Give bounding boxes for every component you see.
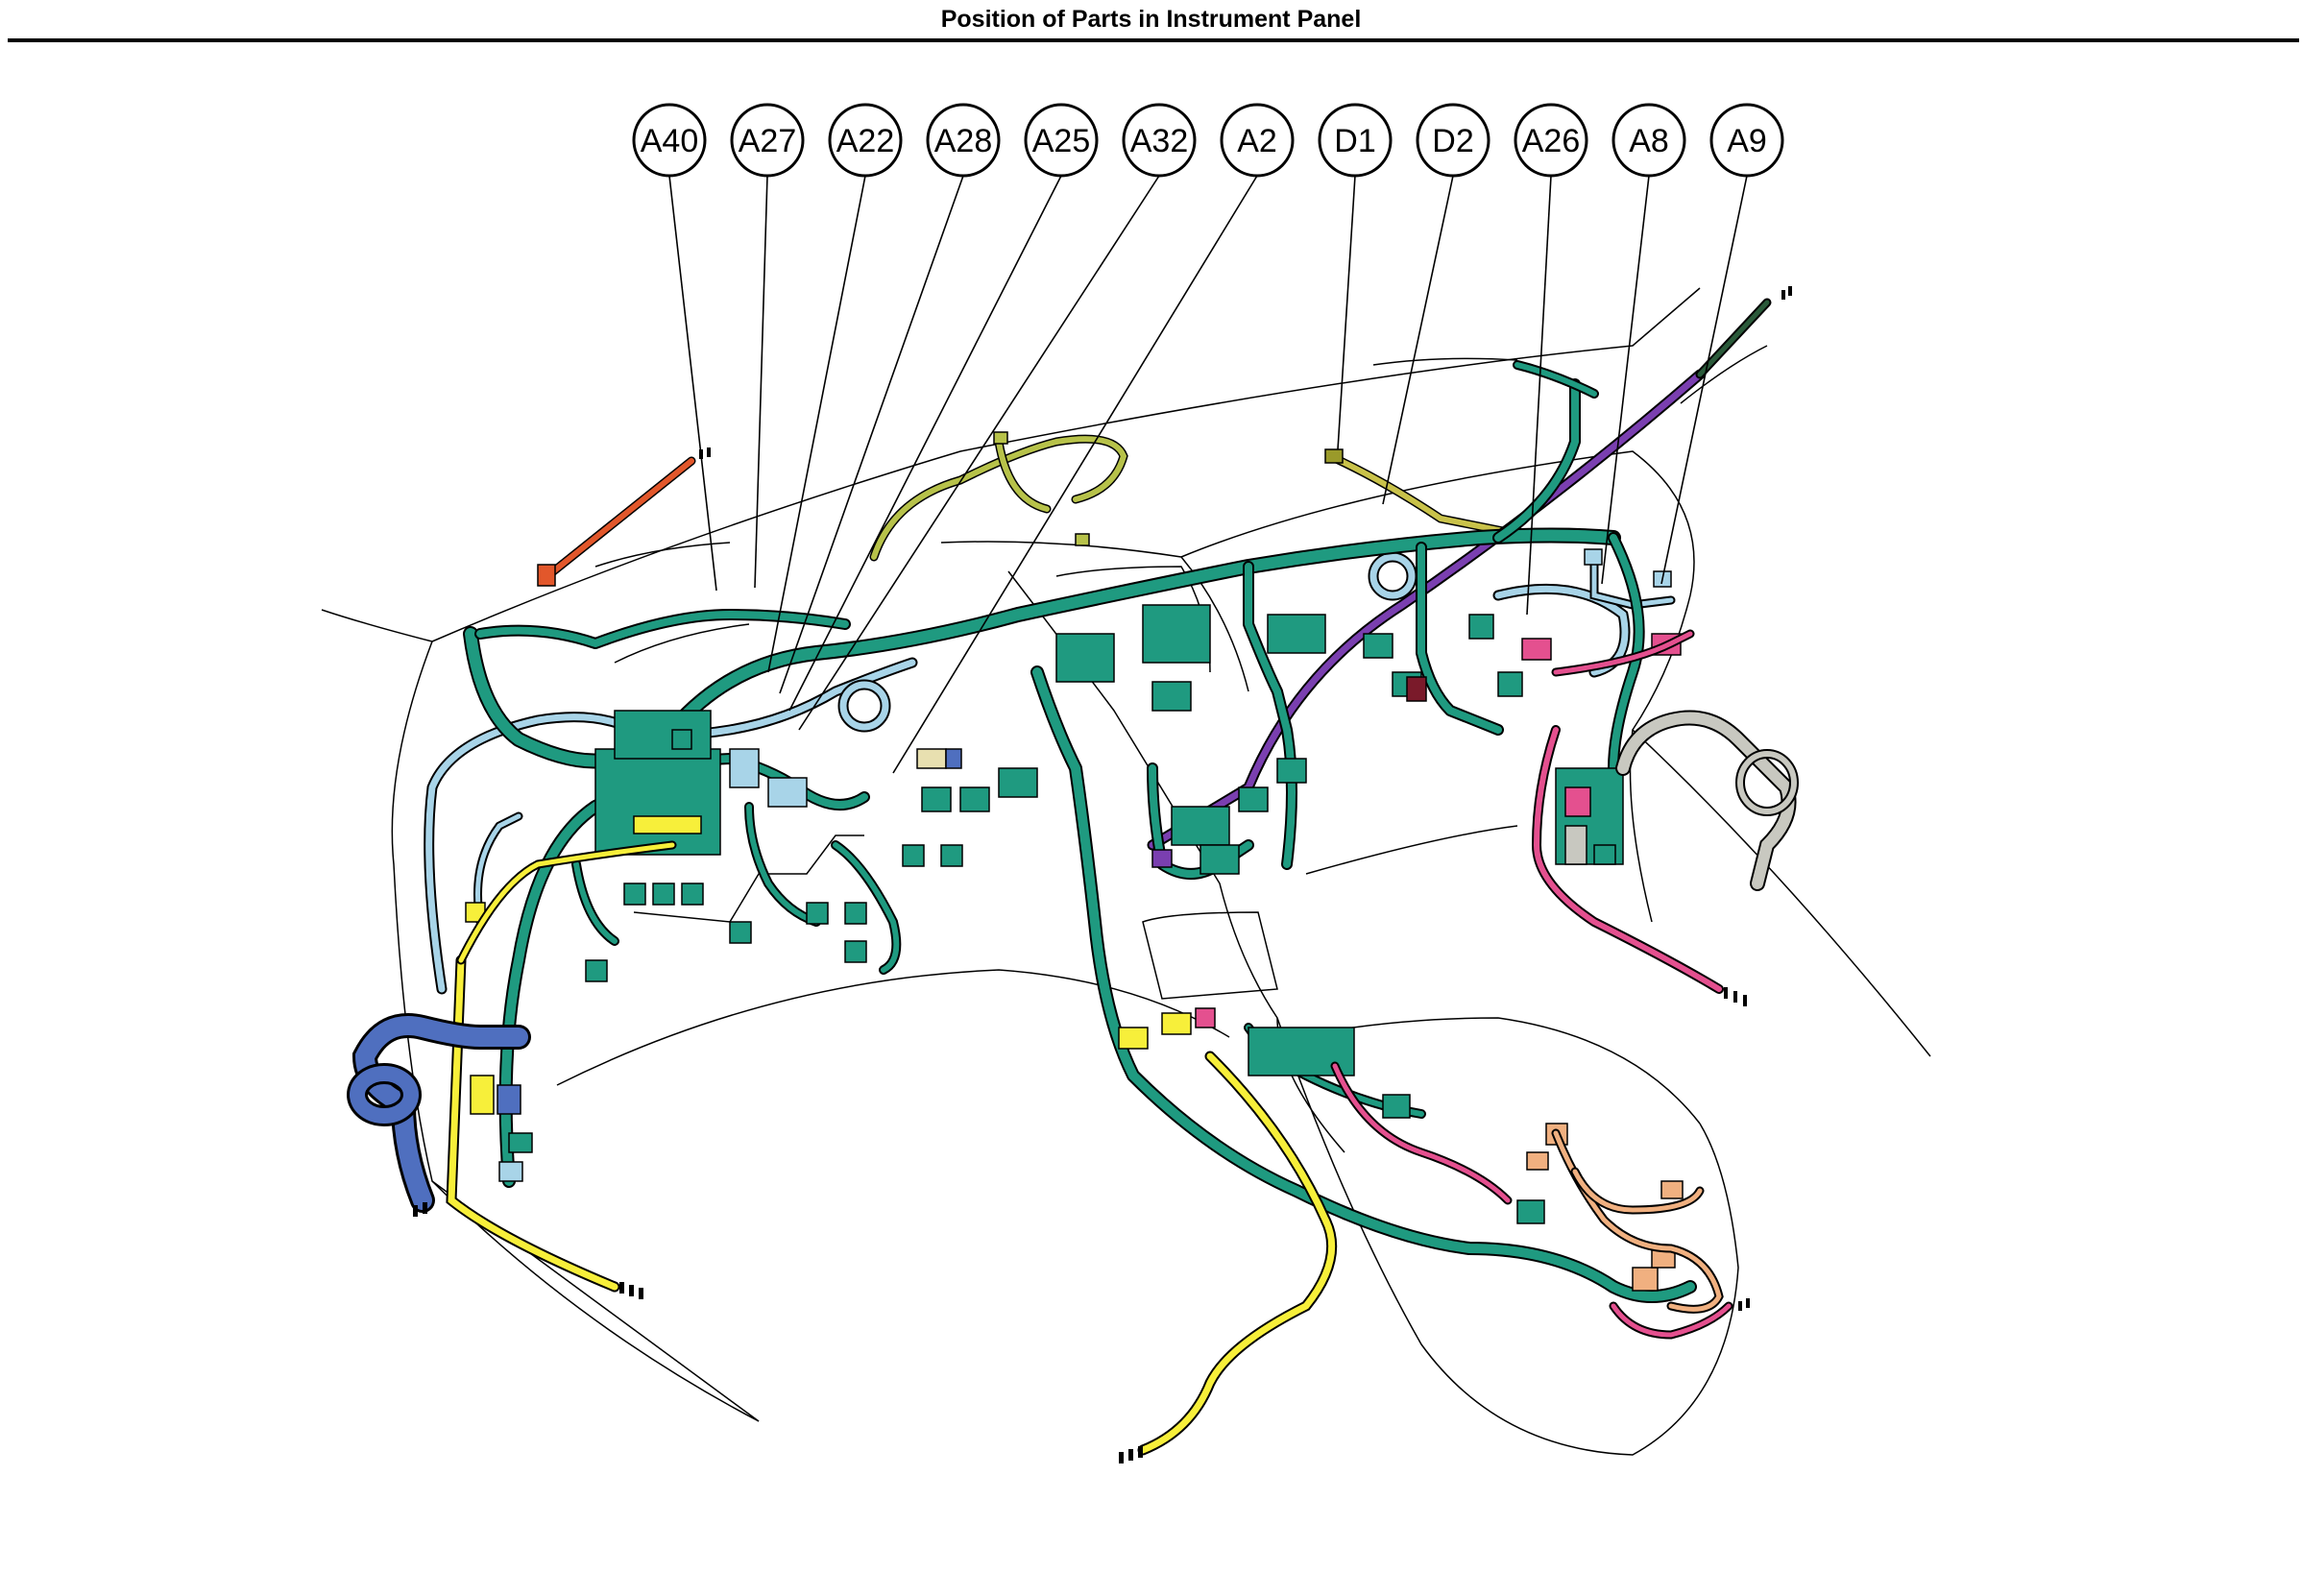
callout-circle-a25 [1024,103,1099,178]
callout-a28: A28 [779,103,1001,694]
callout-a32: A32 [798,103,1197,731]
callout-circle-a32 [1122,103,1197,178]
callout-a2: A2 [892,103,1295,774]
callout-a9: A9 [1660,103,1784,585]
callout-layer: A40 A27 A22 A28 A25 A32 A2 D1 D2 A26 A8 A9 [632,103,1784,774]
callout-label-a8: A8 [1629,123,1669,159]
callout-label-a40: A40 [641,123,699,159]
page-title: Position of Parts in Instrument Panel [940,6,1362,33]
callout-a26: A26 [1514,103,1588,616]
purple-harness [1147,286,1792,851]
callout-label-d1: D1 [1334,123,1375,159]
callout-circle-a2 [1220,103,1295,178]
leader-line-a32 [798,175,1160,731]
leader-line-a28 [779,175,964,694]
callout-label-a27: A27 [739,123,797,159]
connector-cluster-left [470,1075,533,1182]
title-rule [8,38,2299,42]
callout-a40: A40 [632,103,717,592]
leader-line-a9 [1660,175,1748,585]
callout-label-a28: A28 [934,123,993,159]
callout-d2: D2 [1382,103,1490,505]
callout-a27: A27 [730,103,805,589]
orange-red-harness [537,447,711,587]
leader-line-a25 [788,175,1062,712]
olive-harness [869,431,1541,562]
callout-label-a9: A9 [1727,123,1767,159]
callout-a8: A8 [1601,103,1686,585]
callout-circle-a28 [926,103,1001,178]
leader-line-d1 [1337,175,1356,450]
callout-a22: A22 [767,103,903,673]
accent-connectors [916,633,1684,1292]
leader-line-a27 [754,175,768,589]
leader-line-a2 [892,175,1258,774]
leader-line-a40 [668,175,717,592]
callout-label-a32: A32 [1130,123,1189,159]
tan-harness [1551,1128,1750,1314]
callout-circle-a27 [730,103,805,178]
leader-line-d2 [1382,175,1454,505]
gray-harness [1615,710,1799,891]
callout-d1: D1 [1318,103,1393,450]
callout-circle-a40 [632,103,707,178]
callout-a25: A25 [788,103,1099,712]
callout-label-d2: D2 [1432,123,1473,159]
callout-circle-a22 [828,103,903,178]
callout-circle-d2 [1416,103,1490,178]
pink-harness [1330,629,1747,1340]
callout-label-a26: A26 [1522,123,1581,159]
callout-circle-a8 [1611,103,1686,178]
connector-cluster-right [1555,767,1624,865]
callout-label-a2: A2 [1237,123,1277,159]
leader-line-a8 [1601,175,1650,585]
callout-circle-a26 [1514,103,1588,178]
connector-blocks-center [806,604,1545,1224]
callout-label-a22: A22 [836,123,895,159]
junction-block-left [585,710,808,982]
body-outline [321,287,1931,1456]
leader-line-a22 [767,175,866,673]
leader-line-a26 [1526,175,1552,616]
yellow-harness [446,840,1338,1463]
blue-harness [347,1013,531,1217]
callout-circle-a9 [1709,103,1784,178]
callout-label-a25: A25 [1032,123,1091,159]
callout-circle-d1 [1318,103,1393,178]
